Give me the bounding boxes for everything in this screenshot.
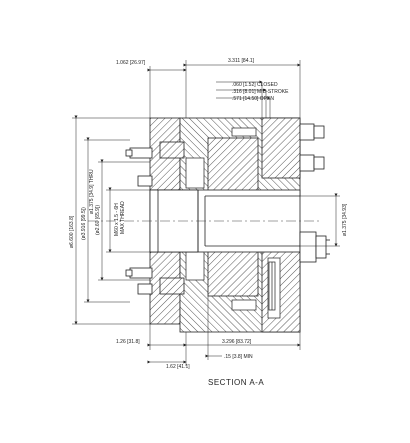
dim-bottom-min: .15 [3.8] MIN	[224, 354, 253, 360]
dimension-lines	[72, 60, 340, 366]
dim-top-right: 3.311 [84.1]	[228, 58, 255, 64]
dim-left-second: (ø3.916 [99.5])	[81, 207, 87, 240]
dim-stroke-mid: .316 [8.01] MID-STROKE	[232, 89, 289, 95]
dim-top-left: 1.062 [26.97]	[116, 60, 146, 66]
dim-bottom-right: 3.296 [83.72]	[222, 339, 252, 345]
section-caption: SECTION A-A	[208, 378, 264, 387]
dim-stroke-closed: .060 [1.52] CLOSED	[232, 82, 278, 88]
dim-left-outer: ø6.600 [163.8]	[69, 215, 75, 248]
front-jaws	[125, 141, 185, 295]
dim-stroke-open: .571 [14.50] OPEN	[232, 96, 274, 102]
dim-thread: M60 x 1.5 - 6H	[114, 203, 120, 236]
internal-screw	[268, 261, 276, 311]
dim-left-third: (ø2.60 [65.9])	[95, 205, 101, 235]
dim-thru-left: ø1.375 [34.9] THRU	[89, 169, 95, 214]
dim-bottom-sub: 1.62 [41.1]	[166, 364, 190, 370]
rear-fittings	[299, 123, 330, 263]
dim-right-bore: ø1.375 [34.93]	[342, 203, 348, 236]
dim-bottom-left: 1.26 [31.8]	[116, 339, 140, 345]
chuck-body	[149, 117, 301, 333]
dim-max-thread: MAX THREAD	[120, 201, 126, 234]
dimension-labels: 1.062 [26.97] 3.311 [84.1] .060 [1.52] C…	[69, 58, 348, 387]
